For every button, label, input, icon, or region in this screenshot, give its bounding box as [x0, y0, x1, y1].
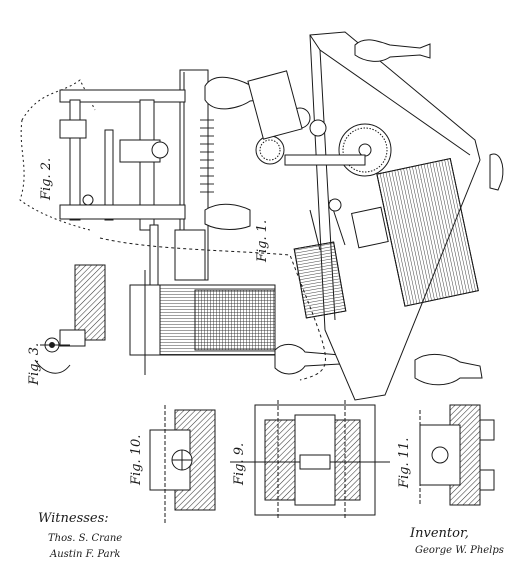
fig-1-label: Fig. 1. [255, 219, 270, 262]
figure-1-machine [247, 31, 504, 401]
inventor-heading: Inventor, [410, 526, 469, 541]
inventor-signature: George W. Phelps [415, 545, 504, 556]
fig-2-label: Fig. 2. [39, 157, 54, 200]
witness-2-signature: Austin F. Park [50, 549, 121, 560]
figure-10-section [149, 405, 216, 525]
type-keys [376, 157, 479, 307]
figure-9-section [230, 400, 390, 520]
fig-9-label: Fig. 9. [232, 442, 247, 485]
figure-11-section [419, 404, 495, 506]
fig-10-label: Fig. 10. [129, 434, 144, 485]
figure-3-detail [34, 264, 106, 374]
figure-2-assembly [19, 69, 346, 381]
witnesses-heading: Witnesses: [38, 511, 109, 526]
witness-1-signature: Thos. S. Crane [48, 533, 123, 544]
fig-3-label: Fig. 3. [27, 342, 42, 385]
fig-11-label: Fig. 11. [397, 437, 412, 488]
